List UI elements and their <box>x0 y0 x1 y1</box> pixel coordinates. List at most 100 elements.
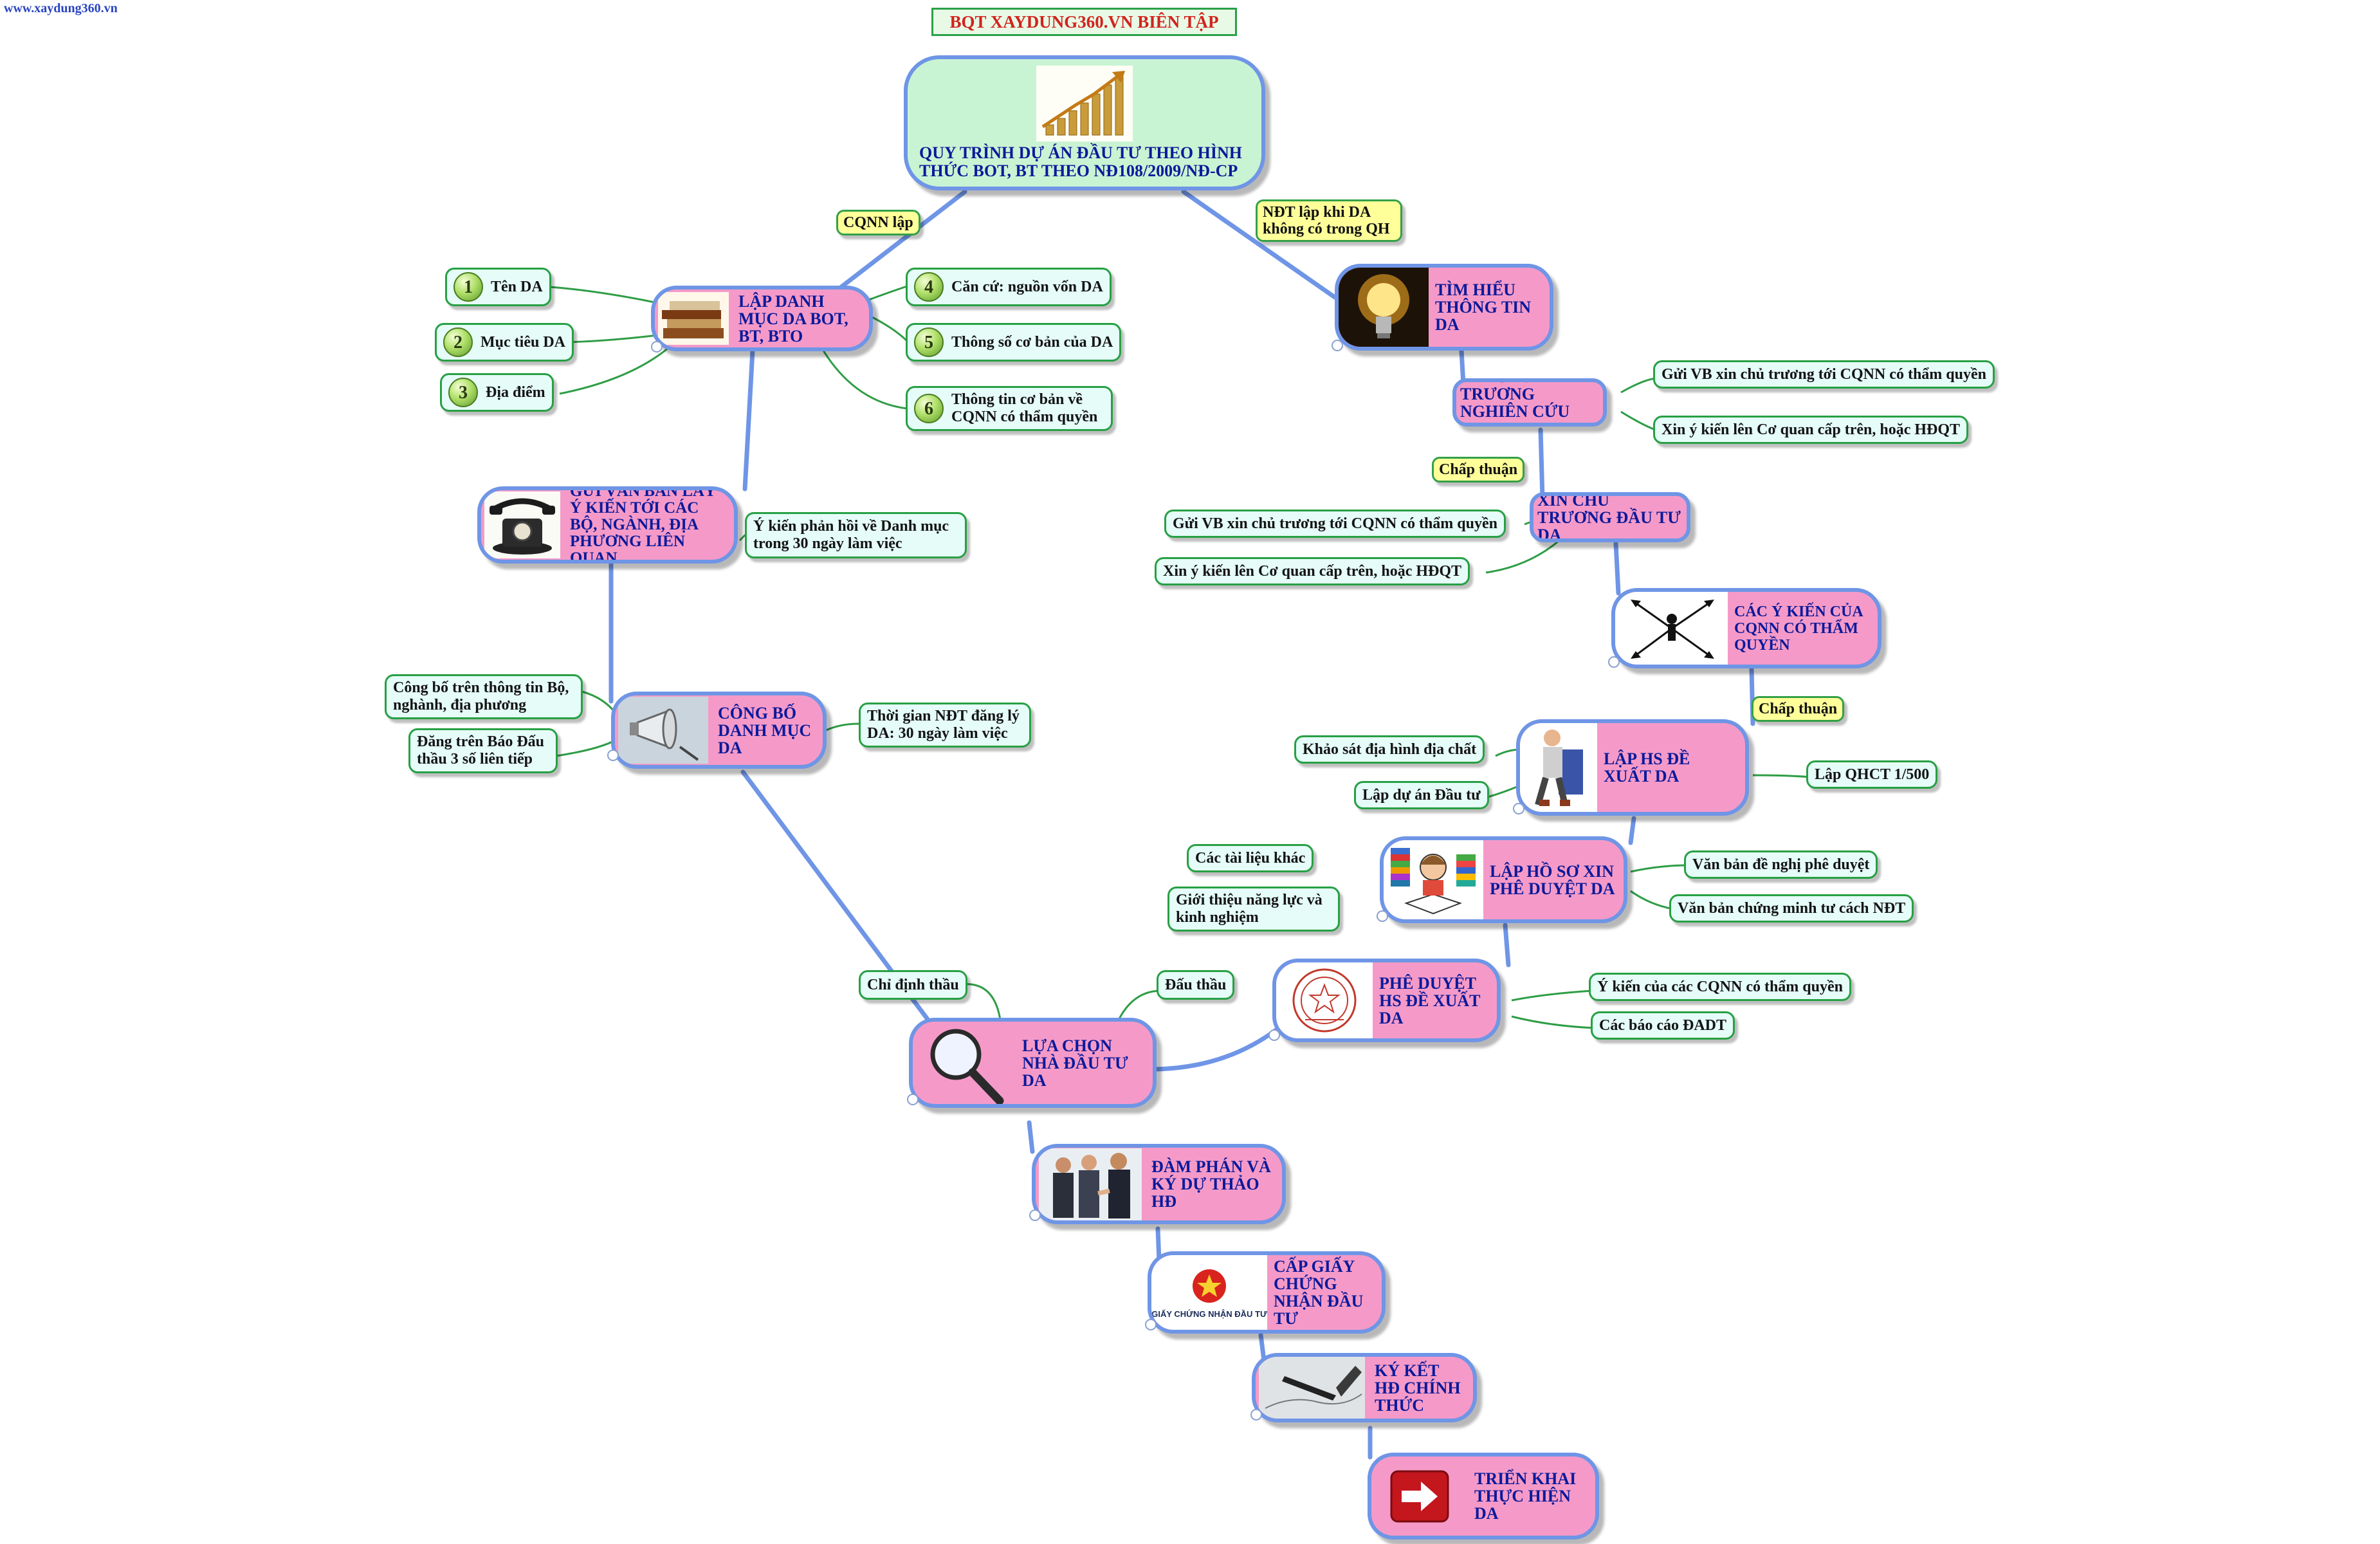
node-anchor-dot <box>907 1094 919 1105</box>
number-3-badge: 3 <box>448 378 478 407</box>
node-xin-chu-truong-nc-label: XIN CHỦ TRƯƠNG NGHIÊN CỨU DA <box>1460 382 1570 423</box>
node-ky-ket-label: KÝ KẾT HĐ CHÍNH THỨC <box>1375 1361 1461 1415</box>
node-tim-hieu[interactable]: TÌM HIỂU THÔNG TIN DA <box>1335 264 1553 351</box>
leaf-gui-vb-1[interactable]: Gửi VB xin chủ trương tới CQNN có thẩm q… <box>1653 360 1995 389</box>
root-node[interactable]: QUY TRÌNH DỰ ÁN ĐẦU TƯ THEO HÌNH THỨC BO… <box>904 55 1265 190</box>
leaf-thoi-gian[interactable]: Thời gian NĐT đăng lý DA: 30 ngày làm vi… <box>859 703 1031 748</box>
node-anchor-dot <box>1332 340 1343 351</box>
leaf-khao-sat[interactable]: Khảo sát địa hình địa chất <box>1294 735 1485 764</box>
note-chap-thuan-2: Chấp thuận <box>1752 696 1845 722</box>
node-anchor-dot <box>1608 656 1620 668</box>
leaf-thong-tin-cq[interactable]: 6 Thông tin cơ bản về CQNN có thẩm quyền <box>906 386 1113 431</box>
node-cap-giay-label: CẤP GIẤY CHỨNG NHẬN ĐẦU TƯ <box>1274 1257 1364 1328</box>
leaf-tai-lieu[interactable]: Các tài liệu khác <box>1187 844 1314 872</box>
certificate-caption: GIẤY CHỨNG NHẬN ĐẦU TƯ <box>1151 1309 1267 1319</box>
leaf-chi-dinh[interactable]: Chỉ định thầu <box>859 970 967 1000</box>
leaf-lap-du-an[interactable]: Lập dự án Đầu tư <box>1354 781 1489 809</box>
growth-chart-icon <box>1036 66 1133 142</box>
handshake-icon <box>1036 1148 1145 1220</box>
number-4-badge: 4 <box>914 272 944 302</box>
leaf-thong-tin-cq-label: Thông tin cơ bản về CQNN có thẩm quyền <box>951 391 1098 425</box>
node-lap-hs-de-xuat[interactable]: LẬP HS ĐỀ XUẤT DA <box>1516 719 1749 816</box>
leaf-can-cu[interactable]: 4 Căn cứ: nguồn vốn DA <box>906 268 1112 306</box>
megaphone-icon <box>615 695 711 765</box>
worker-icon <box>1520 723 1597 812</box>
leaf-thong-so[interactable]: 5 Thông số cơ bản của DA <box>906 323 1122 362</box>
node-dam-phan-label: ĐÀM PHÁN VÀ KÝ DỰ THẢO HĐ <box>1151 1157 1271 1211</box>
header-banner: BQT XAYDUNG360.VN BIÊN TẬP <box>931 8 1237 36</box>
node-gui-van-ban[interactable]: GỬI VĂN BẢN LẤY Ý KIẾN TỚI CÁC BỘ, NGÀNH… <box>477 486 738 564</box>
node-cac-y-kien[interactable]: CÁC Ý KIẾN CỦA CQNN CÓ THẨM QUYỀN <box>1611 588 1881 668</box>
node-anchor-dot <box>1513 803 1524 814</box>
leaf-gioi-thieu[interactable]: Giới thiệu năng lực và kinh nghiệm <box>1167 887 1340 932</box>
node-lap-ho-so-xin-label: LẬP HỒ SƠ XIN PHÊ DUYỆT DA <box>1490 861 1615 898</box>
magnifier-icon <box>913 1022 1016 1104</box>
arrow-right-icon <box>1371 1457 1468 1536</box>
note-chap-thuan-1: Chấp thuận <box>1432 457 1525 482</box>
leaf-muc-tieu-label: Mục tiêu DA <box>481 333 565 351</box>
node-gui-van-ban-label: GỬI VĂN BẢN LẤY Ý KIẾN TỚI CÁC BỘ, NGÀNH… <box>570 486 716 564</box>
root-title: QUY TRÌNH DỰ ÁN ĐẦU TƯ THEO HÌNH THỨC BO… <box>919 143 1242 180</box>
leaf-ten-da[interactable]: 1 Tên DA <box>445 268 551 306</box>
light-bulb-icon <box>1339 268 1429 347</box>
reading-student-icon <box>1384 840 1483 919</box>
leaf-dia-diem-label: Địa điểm <box>486 383 545 401</box>
leaf-dia-diem[interactable]: 3 Địa điểm <box>440 373 554 412</box>
node-ky-ket[interactable]: KÝ KẾT HĐ CHÍNH THỨC <box>1252 1353 1477 1422</box>
node-lap-ho-so-xin[interactable]: LẬP HỒ SƠ XIN PHÊ DUYỆT DA <box>1380 836 1627 923</box>
leaf-van-ban-chung-minh[interactable]: Văn bản chứng minh tư cách NĐT <box>1669 894 1914 923</box>
node-xin-chu-truong-dt-label: XIN CHỦ TRƯƠNG ĐẦU TƯ DA <box>1537 492 1681 542</box>
leaf-muc-tieu[interactable]: 2 Mục tiêu DA <box>435 323 574 362</box>
node-phe-duyet[interactable]: PHÊ DUYỆT HS ĐỀ XUẤT DA <box>1272 959 1501 1042</box>
node-cac-y-kien-label: CÁC Ý KIẾN CỦA CQNN CÓ THẨM QUYỀN <box>1734 603 1863 654</box>
node-lua-chon-label: LỰA CHỌN NHÀ ĐẦU TƯ DA <box>1022 1036 1128 1090</box>
node-lua-chon[interactable]: LỰA CHỌN NHÀ ĐẦU TƯ DA <box>909 1018 1157 1108</box>
node-trien-khai-label: TRIỂN KHAI THỰC HIỆN DA <box>1474 1469 1577 1523</box>
pen-signing-icon <box>1256 1357 1368 1419</box>
node-xin-chu-truong-nc[interactable]: XIN CHỦ TRƯƠNG NGHIÊN CỨU DA <box>1452 378 1607 427</box>
node-anchor-dot <box>1145 1319 1157 1330</box>
leaf-dang-bao[interactable]: Đăng trên Báo Đấu thầu 3 số liên tiếp <box>408 728 558 773</box>
leaf-ten-da-label: Tên DA <box>491 278 543 295</box>
leaf-y-kien-phan-hoi[interactable]: Ý kiến phản hồi về Danh mục trong 30 ngà… <box>745 512 967 558</box>
node-lap-danh-muc[interactable]: LẬP DANH MỤC DA BOT, BT, BTO <box>651 286 873 351</box>
number-1-badge: 1 <box>453 272 483 302</box>
leaf-gui-vb-2[interactable]: Gửi VB xin chủ trương tới CQNN có thẩm q… <box>1164 510 1506 538</box>
leaf-van-ban-de-nghi[interactable]: Văn bản đề nghị phê duyệt <box>1684 850 1878 879</box>
node-anchor-dot <box>1029 1209 1041 1221</box>
certificate-icon: GIẤY CHỨNG NHẬN ĐẦU TƯ <box>1151 1255 1267 1330</box>
number-5-badge: 5 <box>914 327 944 357</box>
number-2-badge: 2 <box>443 327 473 357</box>
node-lap-danh-muc-label: LẬP DANH MỤC DA BOT, BT, BTO <box>738 291 848 345</box>
leaf-branch-lines <box>540 285 1811 1059</box>
leaf-can-cu-label: Căn cứ: nguồn vốn DA <box>951 278 1103 295</box>
node-anchor-dot <box>1268 1029 1280 1041</box>
node-xin-chu-truong-dt[interactable]: XIN CHỦ TRƯƠNG ĐẦU TƯ DA <box>1530 492 1690 542</box>
leaf-cong-bo-tt[interactable]: Công bố trên thông tin Bộ, nghành, địa p… <box>385 674 583 719</box>
node-trien-khai[interactable]: TRIỂN KHAI THỰC HIỆN DA <box>1368 1453 1599 1539</box>
node-phe-duyet-label: PHÊ DUYỆT HS ĐỀ XUẤT DA <box>1379 973 1481 1027</box>
number-6-badge: 6 <box>914 394 944 423</box>
node-anchor-dot <box>607 749 619 761</box>
arrows-divergent-icon <box>1615 592 1728 665</box>
node-cong-bo-label: CÔNG BỐ DANH MỤC DA <box>718 703 812 757</box>
node-cong-bo[interactable]: CÔNG BỐ DANH MỤC DA <box>611 692 827 769</box>
leaf-xin-y-kien-1[interactable]: Xin ý kiến lên Cơ quan cấp trên, hoặc HĐ… <box>1653 416 1969 444</box>
node-anchor-dot <box>651 341 663 353</box>
node-dam-phan[interactable]: ĐÀM PHÁN VÀ KÝ DỰ THẢO HĐ <box>1032 1144 1286 1224</box>
node-lap-hs-de-xuat-label: LẬP HS ĐỀ XUẤT DA <box>1604 749 1690 786</box>
node-tim-hieu-label: TÌM HIỂU THÔNG TIN DA <box>1435 280 1532 334</box>
node-cap-giay[interactable]: GIẤY CHỨNG NHẬN ĐẦU TƯ CẤP GIẤY CHỨNG NH… <box>1148 1251 1386 1334</box>
note-ndt-lap: NĐT lập khi DA không có trong QH <box>1256 199 1402 242</box>
books-icon <box>655 290 732 347</box>
node-anchor-dot <box>1250 1409 1262 1420</box>
leaf-lap-qhct[interactable]: Lập QHCT 1/500 <box>1806 760 1938 789</box>
node-anchor-dot <box>1377 910 1388 922</box>
leaf-y-kien-cqnn[interactable]: Ý kiến của các CQNN có thẩm quyền <box>1589 973 1851 1001</box>
leaf-xin-y-kien-2[interactable]: Xin ý kiến lên Cơ quan cấp trên, hoặc HĐ… <box>1155 557 1470 585</box>
note-cqnn-lap: CQNN lập <box>836 210 920 235</box>
telephone-icon <box>481 490 563 560</box>
leaf-bao-cao[interactable]: Các báo cáo ĐADT <box>1591 1011 1735 1040</box>
leaf-dau-thau[interactable]: Đấu thầu <box>1157 970 1235 1000</box>
watermark-text: www.xaydung360.vn <box>4 1 118 15</box>
